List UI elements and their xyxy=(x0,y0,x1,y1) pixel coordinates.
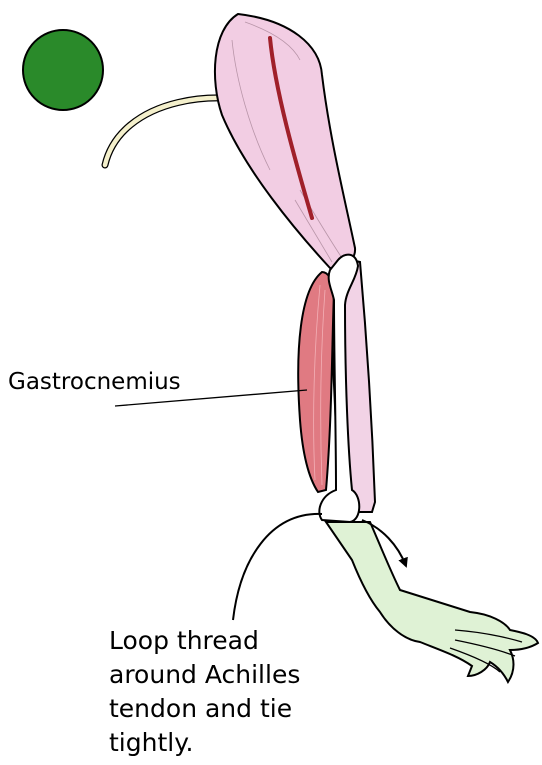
loop-instruction-line: tendon and tie xyxy=(109,692,369,726)
thigh-muscle xyxy=(215,14,355,268)
loop-thread-line xyxy=(233,514,322,620)
loop-instruction-line: tightly. xyxy=(109,726,369,760)
loop-instruction-line: around Achilles xyxy=(109,658,369,692)
loop-instruction-line: Loop thread xyxy=(109,624,369,658)
gastrocnemius-label: Gastrocnemius xyxy=(8,368,181,396)
loop-instruction-label: Loop thread around Achilles tendon and t… xyxy=(109,624,369,760)
gastrocnemius-muscle xyxy=(298,272,334,492)
green-dot-icon xyxy=(23,30,103,110)
